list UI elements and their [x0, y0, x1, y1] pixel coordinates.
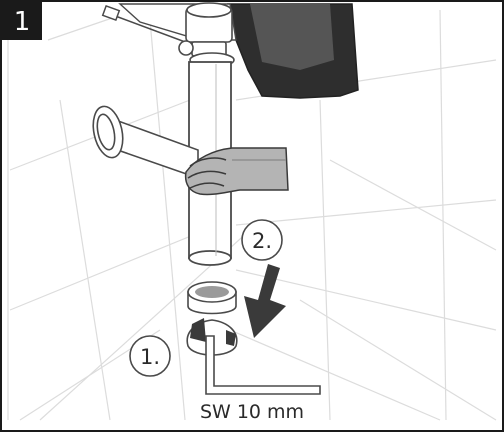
step-one-label: 1.	[140, 345, 160, 369]
step-one-callout: 1.	[129, 335, 171, 377]
step-two-callout: 2.	[241, 219, 283, 261]
step-badge	[2, 2, 42, 40]
wall-pipe	[92, 105, 199, 180]
tool-size-label: SW 10 mm	[200, 401, 304, 423]
gloved-hand	[184, 147, 289, 196]
step-number: 1	[14, 7, 31, 37]
sink-basin	[118, 3, 359, 99]
step-two-label: 2.	[252, 229, 272, 253]
drain-cap	[187, 281, 237, 315]
down-arrow-icon	[244, 264, 286, 338]
popup-rod	[101, 4, 197, 47]
hex-key	[205, 335, 321, 395]
